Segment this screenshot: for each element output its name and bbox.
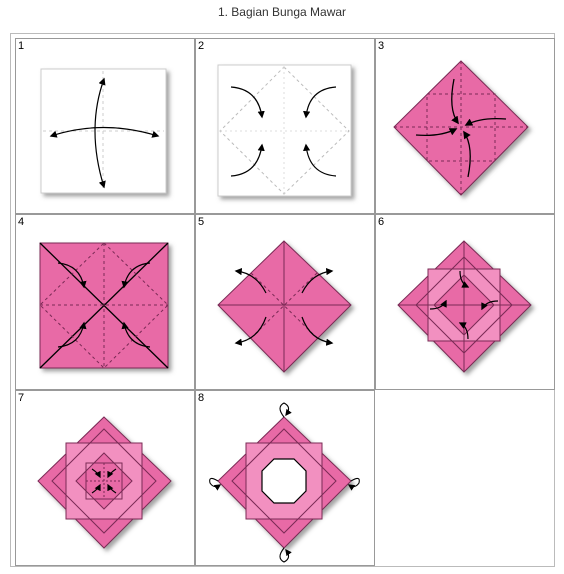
diagram-title: 1. Bagian Bunga Mawar bbox=[217, 5, 347, 19]
step-8-panel: 8 bbox=[195, 390, 375, 566]
step-7-illustration bbox=[37, 416, 172, 549]
step-2-illustration bbox=[217, 64, 352, 197]
step-4-illustration bbox=[39, 242, 169, 369]
step-number: 2 bbox=[198, 40, 205, 52]
step-4-panel: 4 bbox=[15, 214, 195, 390]
step-number: 4 bbox=[18, 216, 25, 228]
step-3-panel: 3 bbox=[375, 38, 555, 214]
step-number: 8 bbox=[198, 392, 205, 404]
step-2-panel: 2 bbox=[195, 38, 375, 214]
step-7-panel: 7 bbox=[15, 390, 195, 566]
step-1-panel: 1 bbox=[15, 38, 195, 214]
step-number: 7 bbox=[18, 392, 25, 404]
step-5-panel: 5 bbox=[195, 214, 375, 390]
step-6-panel: 6 bbox=[375, 214, 555, 390]
step-number: 3 bbox=[378, 40, 385, 52]
steps-grid: 1 2 3 4 bbox=[10, 33, 555, 567]
step-8-illustration bbox=[209, 402, 360, 563]
step-3-illustration bbox=[393, 60, 529, 196]
step-number: 5 bbox=[198, 216, 205, 228]
step-6-illustration bbox=[397, 240, 532, 373]
step-number: 6 bbox=[378, 216, 385, 228]
step-1-illustration bbox=[40, 68, 167, 194]
step-number: 1 bbox=[18, 40, 25, 52]
step-5-illustration bbox=[217, 240, 352, 373]
